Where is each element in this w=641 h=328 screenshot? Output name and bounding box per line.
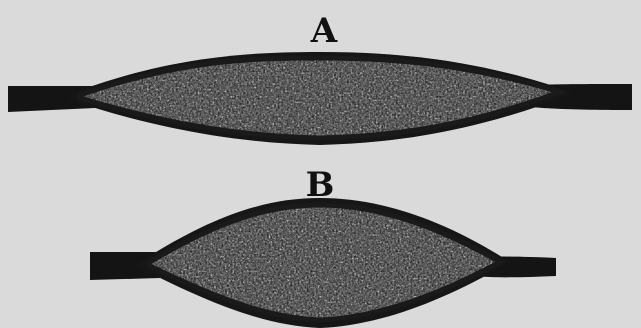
specimen-a — [8, 50, 632, 150]
specimen-b — [90, 195, 556, 328]
